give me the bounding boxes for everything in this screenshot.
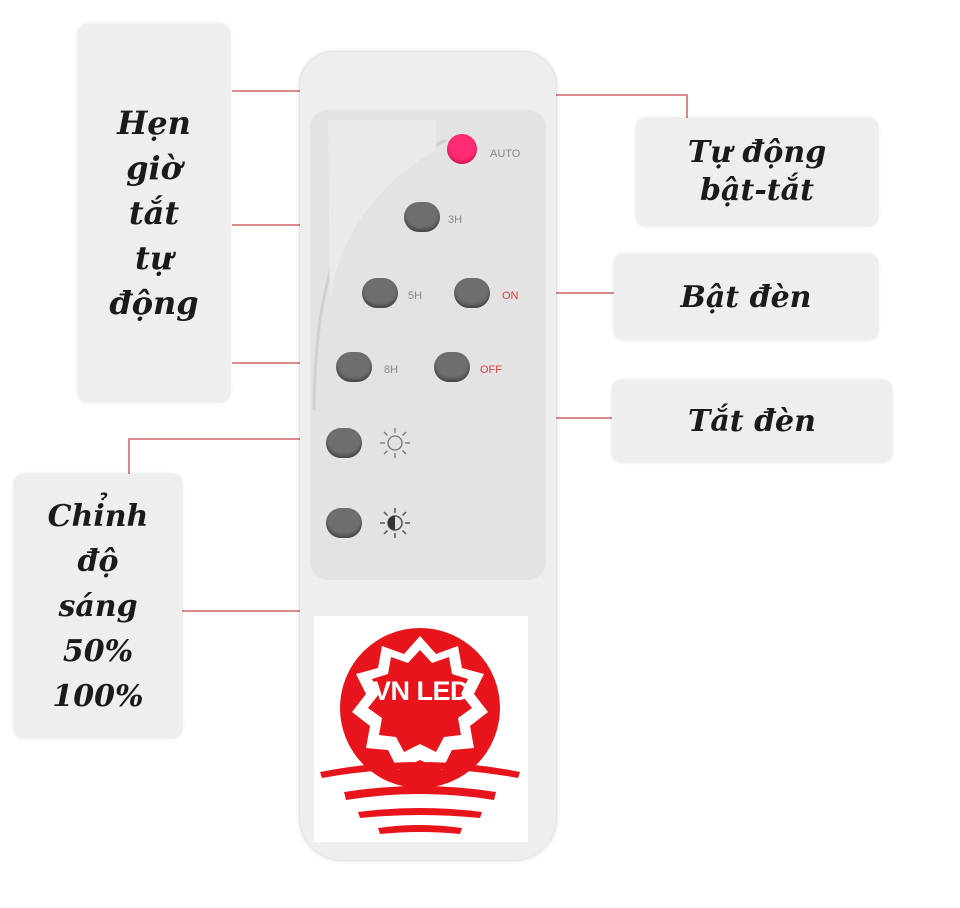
timer-5h-label: 5H [408, 290, 423, 302]
auto-button-label: AUTO [490, 148, 521, 160]
timer-callout-line-1: Hẹn [117, 103, 191, 142]
logo-text: VN LED [372, 676, 470, 706]
off-label: OFF [480, 364, 502, 376]
off-button[interactable] [434, 352, 470, 382]
panel-curve [312, 120, 447, 411]
brightness-callout-line-2: độ [77, 543, 119, 579]
brightness-callout: Chỉnh độ sáng 50% 100% [14, 474, 182, 738]
auto-connector-right [686, 94, 688, 118]
timer-callout-line-3: tắt [128, 193, 180, 232]
brightness-connector-top [128, 438, 342, 440]
brightness-connector-top-vertical [128, 438, 130, 474]
sun-half-icon [380, 508, 410, 538]
brightness-100-button[interactable] [326, 508, 362, 538]
auto-callout: Tự động bật-tắt [636, 118, 878, 226]
auto-connector [463, 94, 687, 96]
on-callout: Bật đèn [614, 254, 878, 340]
brightness-connector-bottom [182, 610, 344, 612]
off-callout: Tắt đèn [612, 380, 892, 462]
sun-outline-icon [380, 428, 410, 458]
timer-8h-button[interactable] [336, 352, 372, 382]
brightness-callout-line-1: Chỉnh [47, 498, 149, 534]
on-label: ON [502, 290, 519, 302]
timer-callout-line-2: giờ [126, 148, 182, 187]
timer-3h-button[interactable] [404, 202, 440, 232]
timer-8h-label: 8H [384, 364, 399, 376]
auto-callout-line-2: bật-tắt [700, 173, 814, 208]
timer-8h-connector [232, 362, 344, 364]
brightness-callout-line-4: 50% [62, 633, 134, 669]
on-button[interactable] [454, 278, 490, 308]
timer-callout: Hẹn giờ tắt tự động [78, 24, 230, 402]
timer-callout-line-5: động [109, 283, 199, 322]
timer-5h-button[interactable] [362, 278, 398, 308]
auto-callout-line-1: Tự động [687, 135, 827, 170]
on-callout-text: Bật đèn [680, 279, 812, 315]
auto-button[interactable] [447, 134, 477, 164]
off-callout-text: Tắt đèn [688, 403, 816, 439]
brightness-callout-line-3: sáng [58, 588, 138, 624]
brightness-50-button[interactable] [326, 428, 362, 458]
vn-led-logo [320, 628, 520, 834]
timer-3h-label: 3H [448, 214, 463, 226]
brightness-callout-line-5: 100% [52, 678, 144, 714]
timer-callout-line-4: tự [134, 238, 174, 277]
